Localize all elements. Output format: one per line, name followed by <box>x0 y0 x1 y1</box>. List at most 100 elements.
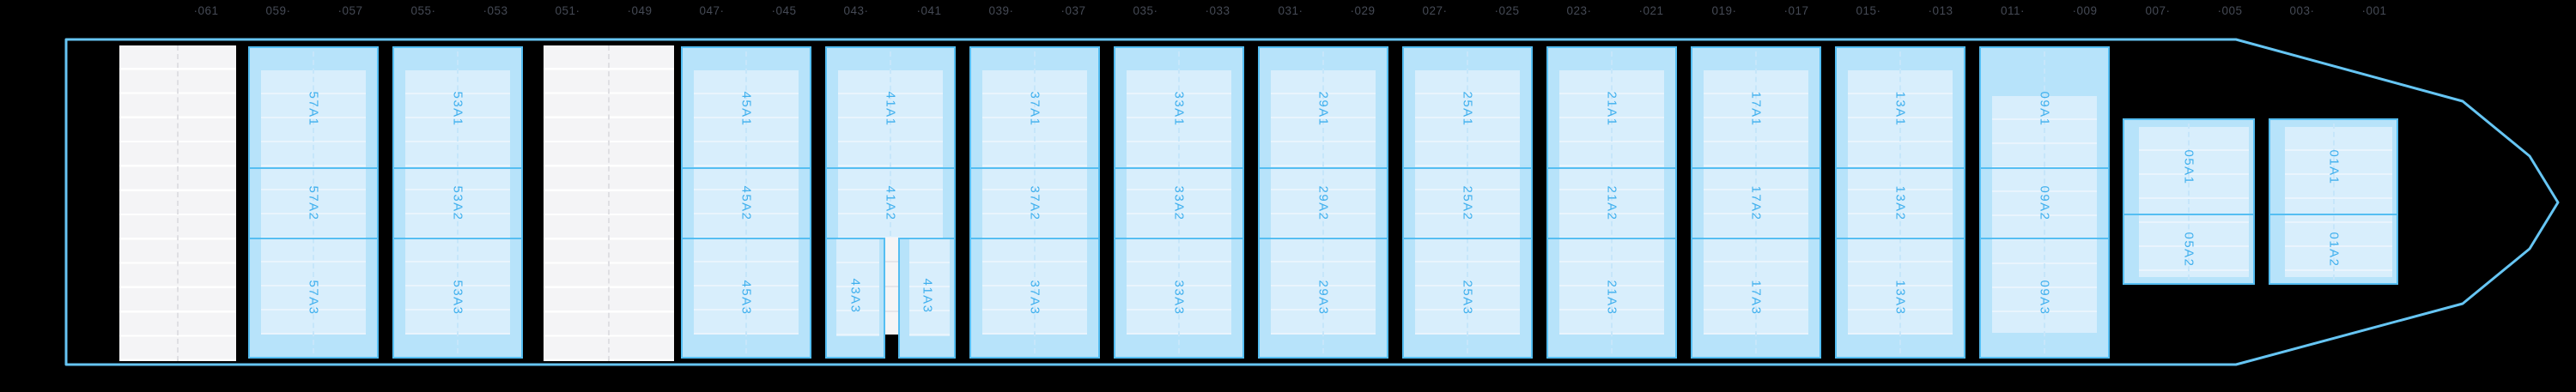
bay-number-label: 015· <box>1856 4 1881 17</box>
bay-center-line <box>745 51 747 353</box>
bay-section-label: 25A1 <box>1460 91 1475 127</box>
bay-center-line <box>890 51 891 236</box>
bay-number-label: ·001 <box>2361 4 2387 17</box>
bay-rows-area <box>909 239 950 336</box>
bay-number-label: 011· <box>2000 4 2026 17</box>
bay-block-25[interactable]: 25A1 25A2 25A3 <box>1402 46 1533 359</box>
section-divider <box>1692 238 1820 239</box>
bay-section-label: 09A1 <box>2037 91 2052 127</box>
bay-center-line <box>2332 124 2335 280</box>
bay-center-line <box>2188 124 2190 280</box>
bay-number-label: 027· <box>1422 4 1448 17</box>
bay-section-label: 25A2 <box>1460 185 1475 221</box>
section-divider <box>394 238 521 239</box>
bay-number-label: ·033 <box>1205 4 1230 17</box>
bay-section-label: 05A2 <box>2181 232 2196 268</box>
bay-section-label: 29A3 <box>1315 280 1331 316</box>
bay-section-label: 01A1 <box>2326 149 2341 185</box>
bay-section-label: 13A1 <box>1893 91 1908 127</box>
bay-section-41A3[interactable]: 41A3 <box>898 238 956 359</box>
bay-number-label: 047· <box>699 4 725 17</box>
bay-number-label: 019· <box>1711 4 1737 17</box>
bay-number-label: 055· <box>410 4 436 17</box>
section-divider <box>1548 238 1675 239</box>
bay-rows-area <box>2139 127 2249 277</box>
bay-section-label: 45A3 <box>738 280 754 316</box>
hold-center-line <box>608 45 610 361</box>
section-divider <box>827 167 954 169</box>
bay-number-label: ·017 <box>1783 4 1809 17</box>
section-divider <box>1404 238 1531 239</box>
bay-number-label: ·009 <box>2072 4 2098 17</box>
bay-number-label: 031· <box>1278 4 1303 17</box>
bay-section-label: 43A3 <box>848 278 863 314</box>
section-divider <box>1115 238 1242 239</box>
bay-section-label: 53A3 <box>450 280 465 316</box>
section-divider <box>971 167 1098 169</box>
bay-center-line <box>1755 51 1757 353</box>
bay-section-label: 17A3 <box>1748 280 1764 316</box>
empty-hold <box>544 45 674 361</box>
section-divider <box>1692 167 1820 169</box>
bay-number-label: 007· <box>2145 4 2171 17</box>
bay-center-line <box>1611 51 1613 353</box>
bay-section-label: 05A1 <box>2181 149 2196 185</box>
bay-number-label: ·029 <box>1350 4 1376 17</box>
section-divider <box>1404 167 1531 169</box>
section-divider <box>250 167 377 169</box>
bay-center-line <box>1034 51 1036 353</box>
bay-number-label: ·005 <box>2217 4 2243 17</box>
bay-number-label: ·045 <box>771 4 797 17</box>
bay-number-label: 051· <box>555 4 580 17</box>
bay-section-label: 09A2 <box>2037 185 2052 221</box>
bay-section-label: 57A1 <box>306 91 321 127</box>
bay-number-label: ·021 <box>1638 4 1664 17</box>
bay-number-label: ·037 <box>1060 4 1086 17</box>
bay-number-label: ·057 <box>337 4 363 17</box>
bay-section-label: 21A2 <box>1604 185 1619 221</box>
bay-center-line <box>1899 51 1901 353</box>
bay-number-label: 035· <box>1133 4 1158 17</box>
bay-center-line <box>2044 51 2045 353</box>
section-divider <box>1837 238 1964 239</box>
section-divider <box>1548 167 1675 169</box>
bay-center-line <box>313 51 314 353</box>
bay-section-label: 53A2 <box>450 185 465 221</box>
section-divider <box>1260 238 1387 239</box>
bay-section-label: 25A3 <box>1460 280 1475 316</box>
bay-block-05[interactable]: 05A1 05A2 <box>2123 118 2255 285</box>
section-divider <box>2124 214 2253 215</box>
bay-rows-area <box>2285 127 2392 277</box>
bay-number-label: 023· <box>1566 4 1592 17</box>
bay-section-label: 21A1 <box>1604 91 1619 127</box>
section-divider <box>1981 167 2108 169</box>
bay-section-label: 33A1 <box>1171 91 1187 127</box>
bay-number-label: 059· <box>265 4 291 17</box>
bay-number-label: ·061 <box>193 4 219 17</box>
bay-section-label: 33A2 <box>1171 185 1187 221</box>
bay-number-label: ·025 <box>1494 4 1520 17</box>
bay-center-line <box>457 51 459 353</box>
bay-section-label: 41A3 <box>920 278 934 314</box>
bay-section-label: 45A1 <box>738 91 754 127</box>
section-divider <box>1981 238 2108 239</box>
bay-number-label: ·013 <box>1928 4 1953 17</box>
section-divider <box>1115 167 1242 169</box>
bay-section-43A3[interactable]: 43A3 <box>825 238 885 359</box>
section-divider <box>683 167 810 169</box>
section-divider <box>394 167 521 169</box>
